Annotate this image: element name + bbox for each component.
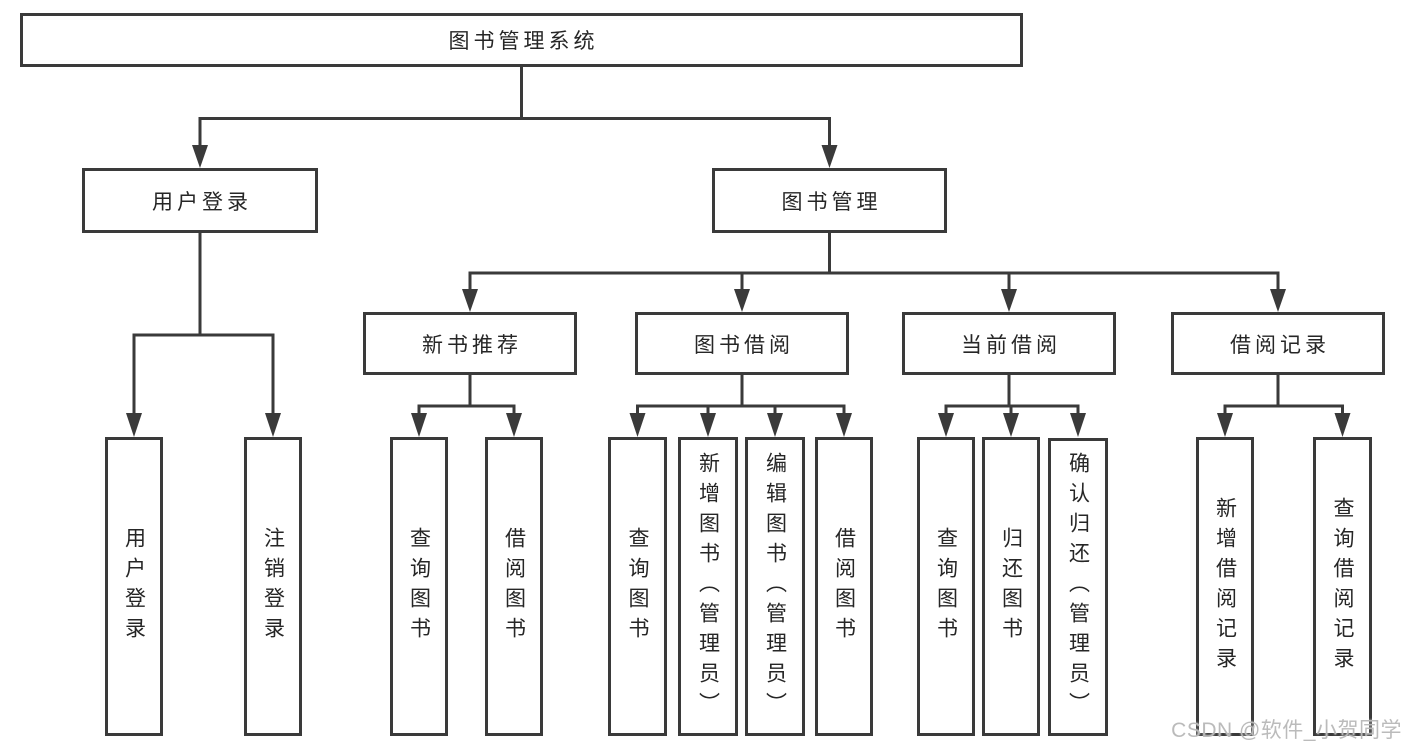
- node-borrow-records: 借阅记录: [1171, 312, 1385, 375]
- node-book-borrow: 图书借阅: [635, 312, 849, 375]
- leaf-add-borrow-record: 新增借阅记录: [1196, 437, 1254, 736]
- leaf-user-login: 用户登录: [105, 437, 163, 736]
- node-book-management: 图书管理: [712, 168, 947, 233]
- leaf-edit-book-admin: 编辑图书（管理员）: [745, 437, 805, 736]
- node-new-book-recommend: 新书推荐: [363, 312, 577, 375]
- leaf-return-books: 归还图书: [982, 437, 1040, 736]
- leaf-confirm-return-admin: 确认归还（管理员）: [1048, 438, 1108, 736]
- leaf-query-books: 查询图书: [917, 437, 975, 736]
- node-current-borrow: 当前借阅: [902, 312, 1116, 375]
- leaf-query-books: 查询图书: [390, 437, 448, 736]
- leaf-query-books: 查询图书: [608, 437, 667, 736]
- csdn-watermark: CSDN @软件_小贺同学: [1171, 719, 1402, 742]
- node-library-management-system: 图书管理系统: [20, 13, 1023, 67]
- node-user-login: 用户登录: [82, 168, 318, 233]
- leaf-borrow-books: 借阅图书: [485, 437, 543, 736]
- leaf-borrow-books: 借阅图书: [815, 437, 873, 736]
- leaf-logout: 注销登录: [244, 437, 302, 736]
- leaf-add-book-admin: 新增图书（管理员）: [678, 437, 738, 736]
- leaf-query-borrow-record: 查询借阅记录: [1313, 437, 1372, 736]
